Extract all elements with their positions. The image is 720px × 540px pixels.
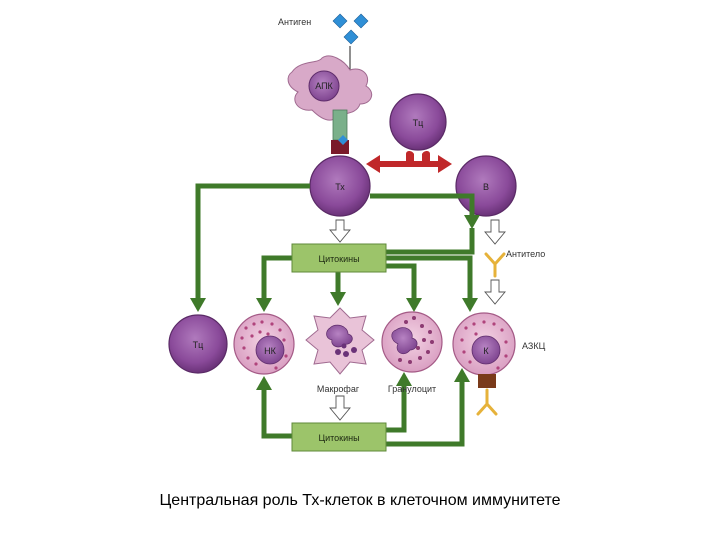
tc-cell-left: Тц: [168, 314, 228, 374]
granulocyte-cell: [381, 311, 443, 373]
k-label: К: [483, 346, 489, 356]
green-arrows: [195, 183, 475, 447]
nk-cell: НК: [233, 313, 295, 375]
tcr-receptor: [331, 109, 349, 154]
adcc-label: АЗКЦ: [522, 341, 546, 351]
th-cell: Тх: [309, 155, 371, 217]
th-label: Тх: [335, 182, 345, 192]
tc-cell-top: Тц: [389, 93, 447, 151]
apc-label: АПК: [315, 81, 333, 91]
green-arrowheads: [190, 215, 480, 390]
cytokines-box-bottom: Цитокины: [291, 422, 387, 452]
tc-top-label: Тц: [413, 118, 424, 128]
antigen-label: Антиген: [278, 17, 311, 27]
granulocyte-label: Гранулоцит: [388, 384, 436, 394]
bound-antibody-icon: [476, 388, 498, 416]
apc-cell: АПК: [287, 55, 373, 121]
b-label: В: [483, 182, 489, 192]
nk-label: НК: [264, 346, 276, 356]
b-cell: В: [455, 155, 517, 217]
macrophage-cell: [305, 307, 375, 375]
k-cell: К: [452, 312, 516, 376]
cytokines-top-label: Цитокины: [318, 254, 359, 264]
cytokines-box-top: Цитокины: [291, 243, 387, 273]
cytokines-bottom-label: Цитокины: [318, 433, 359, 443]
fc-receptor: [478, 374, 496, 388]
antibody-label: Антитело: [506, 249, 545, 259]
red-double-arrow: [366, 151, 452, 173]
macrophage-label: Макрофаг: [317, 384, 360, 394]
figure-caption: Центральная роль Тх-клеток в клеточном и…: [159, 492, 561, 509]
antibody-icon: [484, 252, 506, 278]
tc-left-label: Тц: [193, 340, 204, 350]
antigen-icon: [332, 13, 369, 45]
hollow-arrows: [329, 219, 506, 421]
